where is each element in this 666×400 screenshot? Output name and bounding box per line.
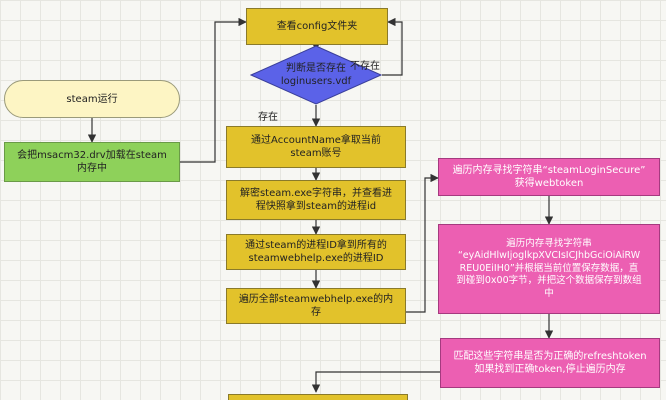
node-match-token[interactable]: 匹配这些字符串是否为正确的refreshtoken 如果找到正确token,停止… (440, 338, 660, 388)
label-not-exist: 不存在 (350, 61, 380, 72)
edge-match-to-bottom (311, 371, 440, 393)
edge-traverse-to-secure (406, 173, 439, 313)
node-decision[interactable]: 判断是否存在 loginusers.vdf (250, 45, 382, 105)
node-next-step-partial (228, 394, 408, 400)
node-get-webhelper[interactable]: 通过steam的进程ID拿到所有的 steamwebhelp.exe的进程ID (226, 234, 406, 270)
edge-decision-not-exist (382, 17, 403, 76)
node-traverse-memory[interactable]: 遍历全部steamwebhelp.exe的内 存 (226, 288, 406, 324)
node-get-account[interactable]: 通过AccountName拿取当前 steam账号 (226, 126, 406, 168)
node-decrypt-steam[interactable]: 解密steam.exe字符串，并查看进 程快照拿到steam的进程id (226, 180, 406, 220)
decision-diamond-shape (250, 45, 382, 105)
node-steam-run[interactable]: steam运行 (4, 80, 180, 118)
label-exist: 存在 (258, 112, 278, 123)
edge-load-to-view (180, 17, 247, 163)
node-load-msacm[interactable]: 会把msacm32.drv加载在steam 内存中 (4, 142, 180, 182)
decision-label: 判断是否存在 loginusers.vdf (280, 63, 352, 87)
node-search-token[interactable]: 遍历内存寻找字符串 “eyAidHlwIjoglkpXVCIsICJhbGciO… (438, 224, 660, 314)
node-view-config[interactable]: 查看config文件夹 (246, 8, 388, 45)
node-search-secure[interactable]: 遍历内存寻找字符串“steamLoginSecure” 获得webtoken (438, 158, 660, 196)
